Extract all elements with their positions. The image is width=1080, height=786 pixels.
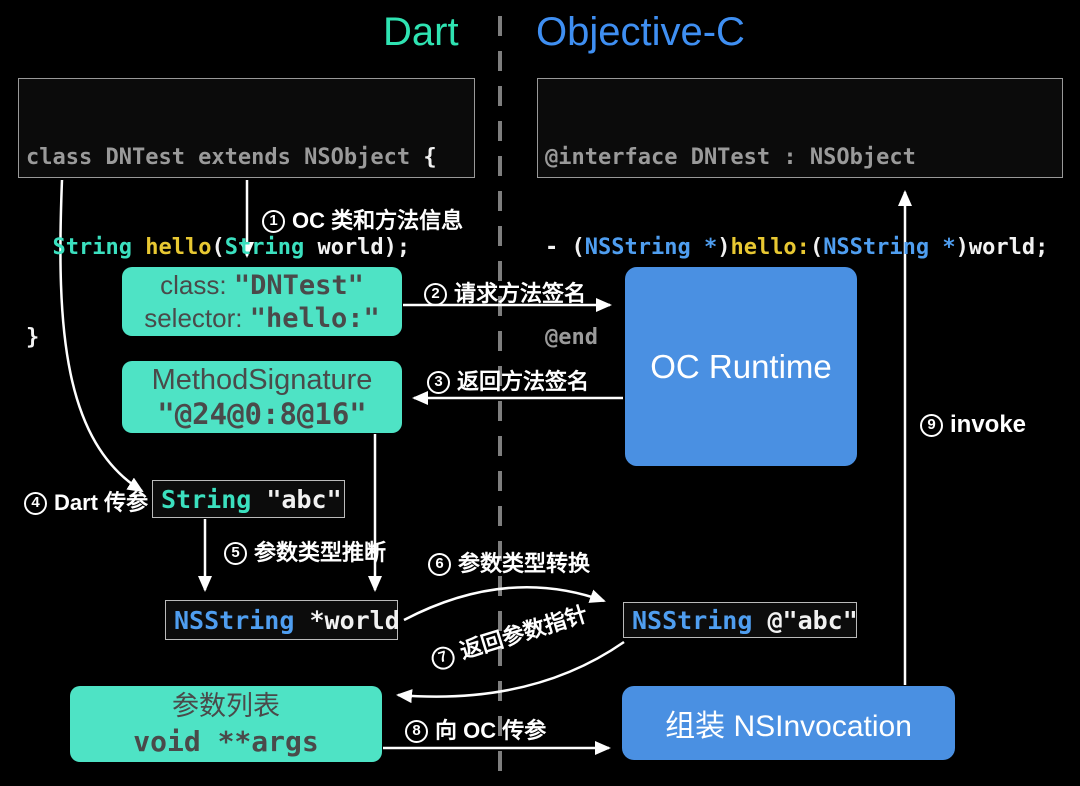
arrow-step4 [59,179,144,493]
step-number-icon: 9 [920,413,943,437]
arrow-step7 [396,640,625,704]
step-number-icon: 8 [405,719,428,743]
selector-line: selector: "hello:" [144,302,380,334]
args-list-value: void **args [133,725,319,758]
title-dart: Dart [383,10,459,54]
arrow-step6 [403,585,606,622]
nsinvocation-box: 组装 NSInvocation [622,686,955,760]
step-number-icon: 5 [224,541,247,565]
dart-code-block: class DNTest extends NSObject { String h… [18,78,475,350]
class-line: class: "DNTest" [160,269,364,301]
code-line: String hello(String world); [52,235,411,260]
args-list-box: 参数列表 void **args [70,686,382,762]
code-line: - (NSString *)hello:(NSString *)world; [545,235,1049,260]
method-signature-box: MethodSignature "@24@0:8@16" [122,361,402,433]
string-abc-box: String "abc" [152,480,345,518]
nsstring-world-box: NSString *world [165,600,400,640]
objc-code-block: @interface DNTest : NSObject - (NSString… [537,78,1063,350]
step-number-icon: 4 [24,491,47,515]
code-line: } [26,325,40,350]
code-line: class DNTest extends NSObject { [26,145,437,170]
step-number-icon: 2 [424,282,447,306]
title-objective-c: Objective-C [536,10,745,54]
nsstring-abc-box: NSString @"abc" [623,602,858,638]
step-number-icon: 6 [428,552,451,576]
oc-runtime-box: OC Runtime [625,267,857,466]
step-number-icon: 1 [262,209,285,233]
code-line: @end [545,325,598,350]
method-signature-value: "@24@0:8@16" [157,397,367,431]
class-selector-box: class: "DNTest" selector: "hello:" [122,267,402,336]
code-line: @interface DNTest : NSObject [545,145,916,170]
method-signature-title: MethodSignature [151,364,373,396]
step-number-icon: 3 [427,370,450,394]
args-list-title: 参数列表 [172,691,280,721]
